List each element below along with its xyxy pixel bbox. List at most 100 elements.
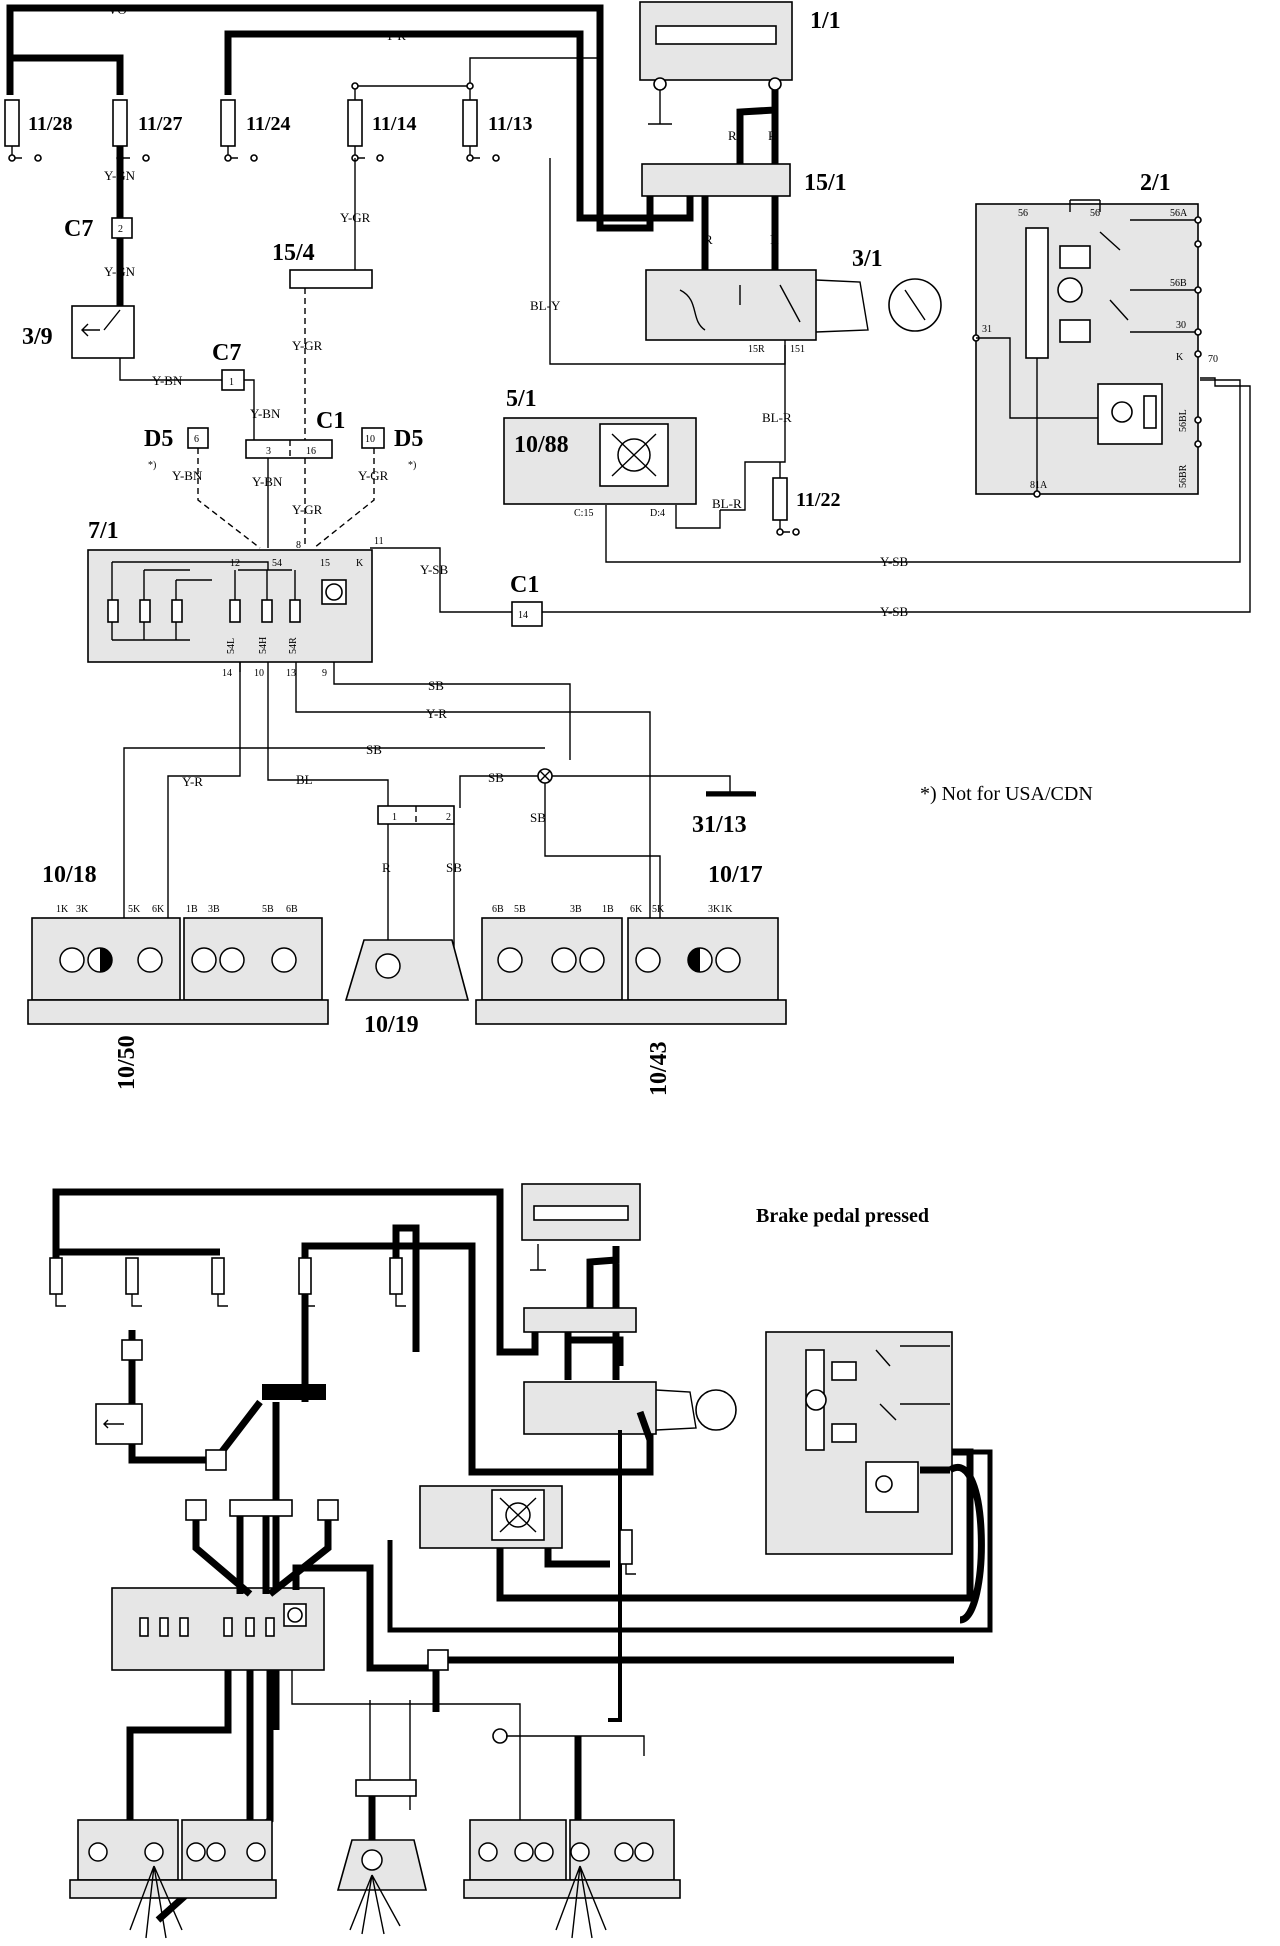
label-c7a: C7 (64, 216, 93, 242)
connector-c7-2 (111, 217, 133, 239)
lamp-housing (344, 939, 470, 1001)
pin-5-1-c15: C:15 (574, 508, 593, 519)
bulb-icon (59, 947, 85, 973)
label-7-1: 7/1 (88, 518, 119, 544)
lamp-base (27, 999, 329, 1025)
connector-d5-10 (361, 427, 385, 449)
label-sb-e: SB (446, 860, 462, 875)
bulb-icon (271, 947, 297, 973)
bulb-icon (579, 947, 605, 973)
pin-7-1-54l: 54L (226, 638, 237, 654)
wire-y-r-3 (167, 662, 241, 922)
wire-bl-r-1 (720, 345, 786, 511)
wire-y-sb-3 (542, 377, 1251, 613)
pin-c1-14: 14 (518, 610, 528, 621)
pin-7-1-54: 54 (272, 558, 282, 569)
fuse-11-24: 11/24 (220, 99, 290, 162)
fuse-body (220, 99, 236, 147)
label-ybn-a: Y-BN (152, 373, 183, 388)
bulb-icon (497, 947, 523, 973)
footnote: *) Not for USA/CDN (920, 783, 1093, 805)
pin-2-1-81a: 81A (1030, 480, 1048, 491)
label-10-43: 10/43 (646, 1041, 672, 1096)
label-ybn-c: Y-BN (252, 474, 283, 489)
pin-5b: 5B (262, 904, 274, 915)
bulb-icon (635, 947, 661, 973)
label-ybn-b: Y-BN (250, 406, 281, 421)
pin-r5b: 5B (514, 904, 526, 915)
upper-diagram: VO Y-R 11/28 11/27 11/24 (4, 1, 1251, 1096)
pin-3-1-15r: 15R (748, 344, 765, 355)
label-r4: R (770, 232, 779, 247)
label-blr-b: BL-R (712, 496, 742, 511)
fuse-label: 11/24 (246, 113, 290, 135)
pin-2-1-30: 30 (1176, 320, 1186, 331)
fuse-label: 11/14 (372, 113, 416, 135)
pin-2-1-56b: 56 (1090, 208, 1100, 219)
label-bl: BL (296, 772, 313, 787)
lower-diagram: Brake pedal pressed (49, 1183, 993, 1939)
label-c7b: C7 (212, 340, 241, 366)
wire-ybn-4 (197, 448, 261, 549)
label-10-19: 10/19 (364, 1012, 419, 1038)
pin-c7-2: 2 (118, 224, 123, 235)
tail-light-left: 10/18 1K 3K 5K 6K 1B 3B 5B 6B 10/50 (27, 862, 329, 1090)
label-ygr-c: Y-GR (292, 502, 323, 517)
label-11-22: 11/22 (796, 489, 840, 511)
wire-y-r-2 (295, 662, 651, 922)
pin-plug-2: 2 (446, 812, 451, 823)
pin-r6k: 6K (630, 904, 643, 915)
fuse-label: 11/28 (28, 113, 72, 135)
pin-1k: 1K (56, 904, 69, 915)
label-yr-b: Y-R (426, 706, 447, 721)
label-5-1: 5/1 (506, 386, 537, 412)
fuse-label: 11/13 (488, 113, 532, 135)
switch-icon (81, 309, 121, 337)
label-ybn-d: Y-BN (172, 468, 203, 483)
pin-plug-1: 1 (392, 812, 397, 823)
pin-d5-6: 6 (194, 434, 199, 445)
fuse-11-13: 11/13 (462, 99, 532, 162)
fuse-label: 11/27 (138, 113, 182, 135)
label-3-1: 3/1 (852, 246, 883, 272)
pin-6b: 6B (286, 904, 298, 915)
wire-ground (552, 775, 754, 793)
label-ygr-a: Y-GR (340, 210, 371, 225)
label-3-9: 3/9 (22, 324, 53, 350)
label-r2: R (768, 128, 777, 143)
pin-7-1-8: 8 (296, 540, 301, 551)
ignition-switch-3-1: 3/1 15R 151 (645, 246, 942, 355)
wire-sb-3 (459, 775, 538, 808)
wire-ygr-4 (313, 448, 375, 549)
component-15-4 (289, 269, 373, 289)
lower-caption: Brake pedal pressed (756, 1205, 929, 1227)
connector-c1-14 (511, 601, 543, 627)
asterisk-b: *) (408, 460, 416, 471)
label-r3: R (704, 232, 713, 247)
wire-sb-2 (123, 662, 241, 922)
label-c1a: C1 (316, 408, 345, 434)
label-ysb-b: Y-SB (420, 562, 449, 577)
label-10-88: 10/88 (514, 432, 569, 458)
pin-r3b: 3B (570, 904, 582, 915)
pin-2-1-70: 70 (1208, 354, 1218, 365)
wire-vo (6, 4, 654, 232)
bulb-icon (191, 947, 217, 973)
label-31-13: 31/13 (692, 812, 747, 838)
label-yr-c: Y-R (182, 774, 203, 789)
battery-1-1: 1/1 (639, 1, 841, 125)
label-10-50: 10/50 (114, 1035, 140, 1090)
label-sb-a: SB (428, 678, 444, 693)
label-15-4: 15/4 (272, 240, 315, 266)
pin-7-1-9: 9 (322, 668, 327, 679)
fuse-body (112, 99, 128, 147)
label-ygn-a: Y-GN (104, 168, 136, 183)
pin-2-1-k: K (1176, 352, 1184, 363)
fuse-body (4, 99, 20, 147)
bulb-icon (715, 947, 741, 973)
pin-2-1-31: 31 (982, 324, 992, 335)
wire-ybn-2 (244, 379, 255, 440)
wire-bl-r-2 (675, 505, 721, 529)
pin-3k: 3K (76, 904, 89, 915)
pin-2-1-56A: 56A (1170, 208, 1188, 219)
